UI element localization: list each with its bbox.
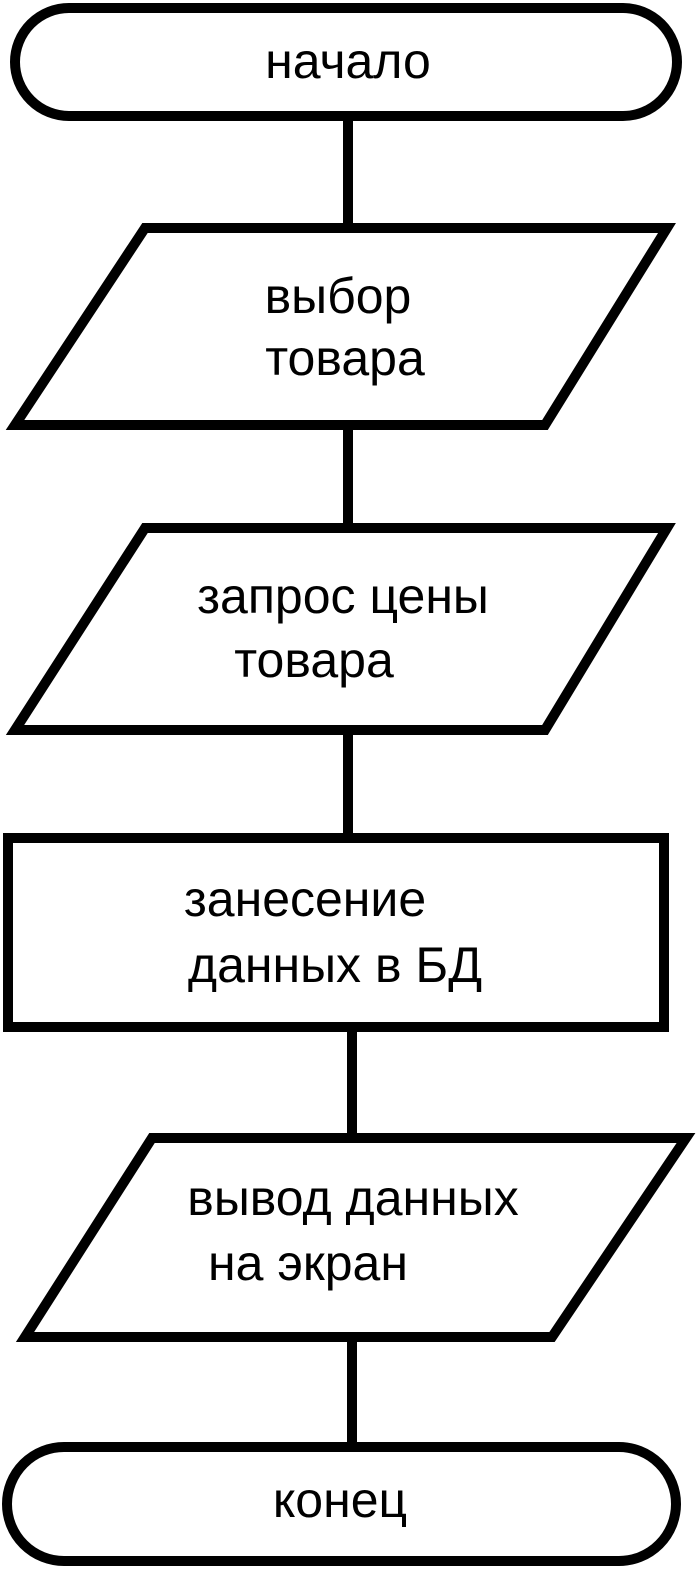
- price-request-io: запрос цены товара: [5, 523, 676, 735]
- select-product-io: выбор товара: [5, 223, 676, 430]
- price-request-label-line2: товара: [234, 632, 394, 688]
- end-label: конец: [273, 1472, 407, 1528]
- select-product-label-line1: выбор: [265, 268, 412, 324]
- start-terminator: начало: [10, 3, 682, 121]
- price-request-label-line1: запрос цены: [197, 568, 489, 624]
- store-data-label-line2: данных в БД: [188, 937, 482, 993]
- store-data-label-line1: занесение: [184, 871, 426, 927]
- select-product-label-line2: товара: [265, 330, 425, 386]
- output-data-io: вывод данных на экран: [15, 1133, 696, 1342]
- output-data-label-line2: на экран: [208, 1235, 408, 1291]
- output-data-label-line1: вывод данных: [187, 1170, 518, 1226]
- store-data-process: занесение данных в БД: [3, 833, 669, 1032]
- start-label: начало: [265, 33, 431, 89]
- end-terminator: конец: [2, 1442, 681, 1566]
